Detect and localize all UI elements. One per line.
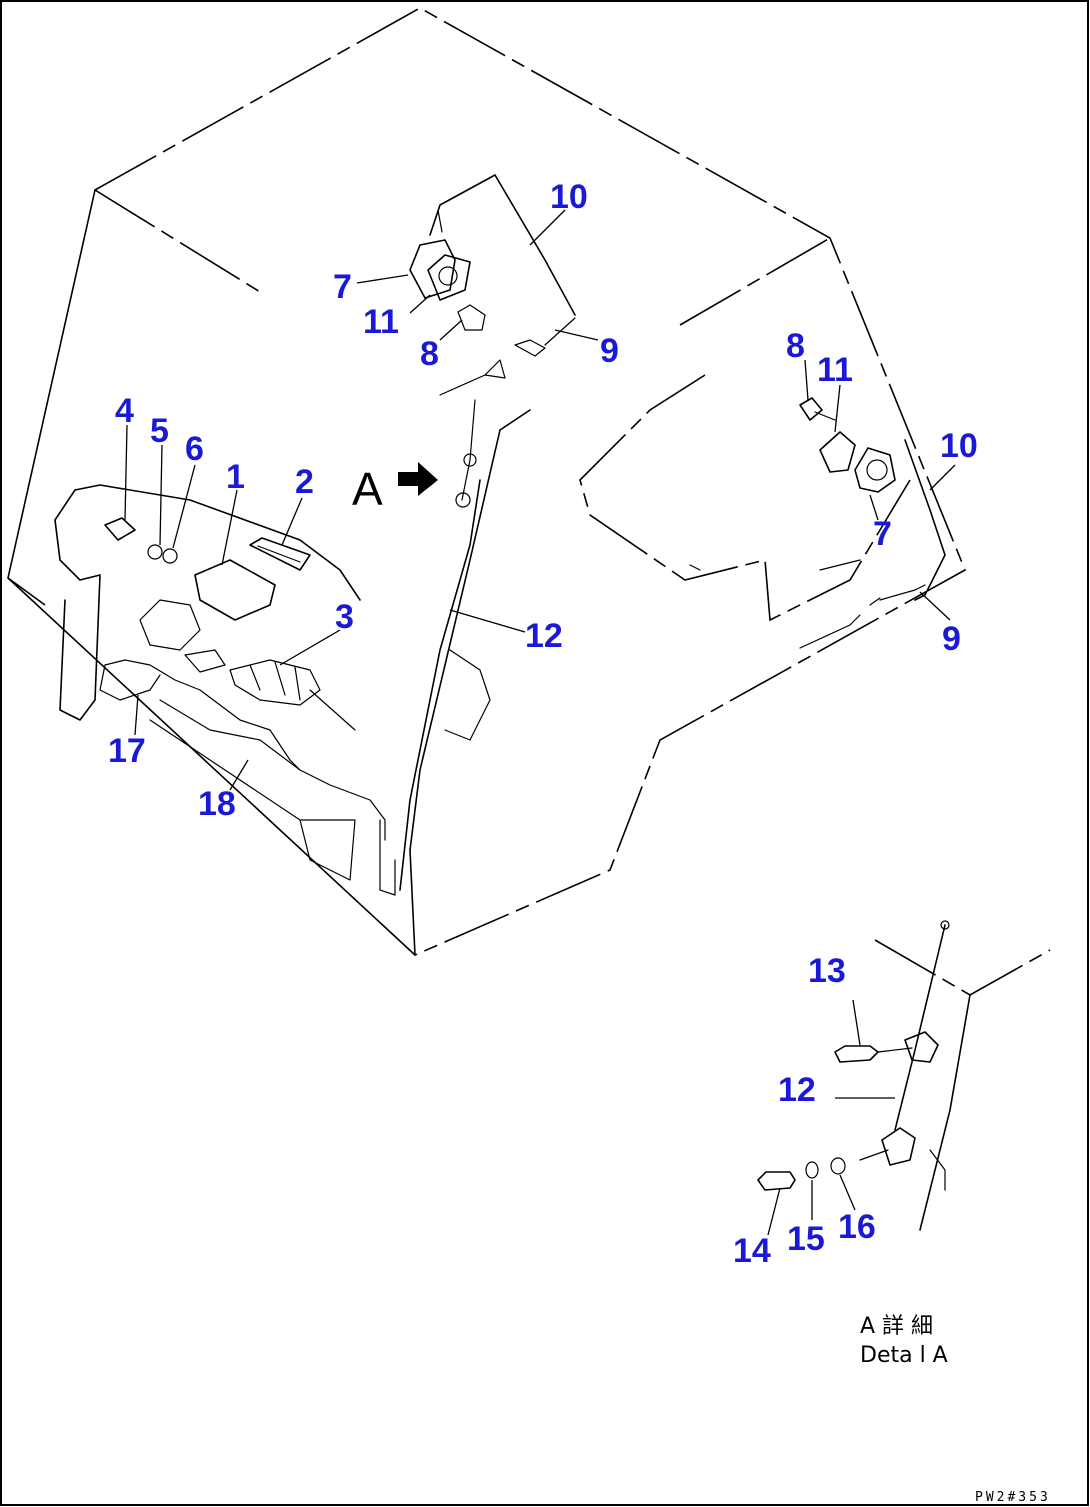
callout-4: 4	[115, 392, 134, 430]
callout-10: 10	[550, 178, 588, 216]
callout-9: 9	[600, 332, 619, 370]
cable-12-main	[399, 399, 481, 891]
speaker-right	[799, 397, 946, 649]
wiring-harness	[54, 484, 491, 896]
rear-window-outline	[579, 374, 911, 622]
callout-5: 5	[150, 412, 169, 450]
callout-right-9: 9	[942, 620, 961, 658]
callout-detail-12: 12	[778, 1071, 816, 1109]
callout-right-8: 8	[786, 327, 805, 365]
view-arrow-icon	[398, 462, 438, 496]
cab-body-outline	[7, 7, 967, 956]
detail-a-drawing	[757, 920, 1051, 1231]
callout-2: 2	[295, 463, 314, 501]
view-marker-label: A	[352, 463, 383, 515]
leader-lines	[124, 209, 956, 1236]
callout-1: 1	[226, 458, 245, 496]
detail-caption-english: Deta l A	[860, 1343, 948, 1368]
callout-detail-15: 15	[787, 1220, 825, 1258]
view-arrow-a: A	[352, 462, 438, 515]
callout-detail-14: 14	[733, 1232, 771, 1270]
callout-detail-16: 16	[838, 1208, 876, 1246]
callouts-detail: 13 12 14 15 16	[733, 952, 876, 1270]
callout-7: 7	[333, 268, 352, 306]
callout-3: 3	[335, 598, 354, 636]
callout-18: 18	[198, 785, 236, 823]
drawing-code: PW2#353	[975, 1490, 1051, 1505]
callout-17: 17	[108, 732, 146, 770]
callout-detail-13: 13	[808, 952, 846, 990]
callouts-right: 8 11 7 10 9	[786, 327, 978, 658]
cable-10-upper	[429, 174, 576, 316]
detail-caption: A 詳 細 Deta l A	[860, 1314, 948, 1368]
detail-caption-japanese: A 詳 細	[860, 1314, 933, 1339]
callout-12: 12	[525, 617, 563, 655]
callouts-main: 4 5 6 1 2 3 7 11 8 9 10 12 17 18	[108, 178, 619, 823]
callout-right-10: 10	[940, 427, 978, 465]
callout-right-11: 11	[817, 351, 853, 389]
callout-6: 6	[185, 430, 204, 468]
callout-right-7: 7	[873, 515, 892, 553]
callout-8: 8	[420, 335, 439, 373]
callout-11: 11	[363, 303, 399, 341]
